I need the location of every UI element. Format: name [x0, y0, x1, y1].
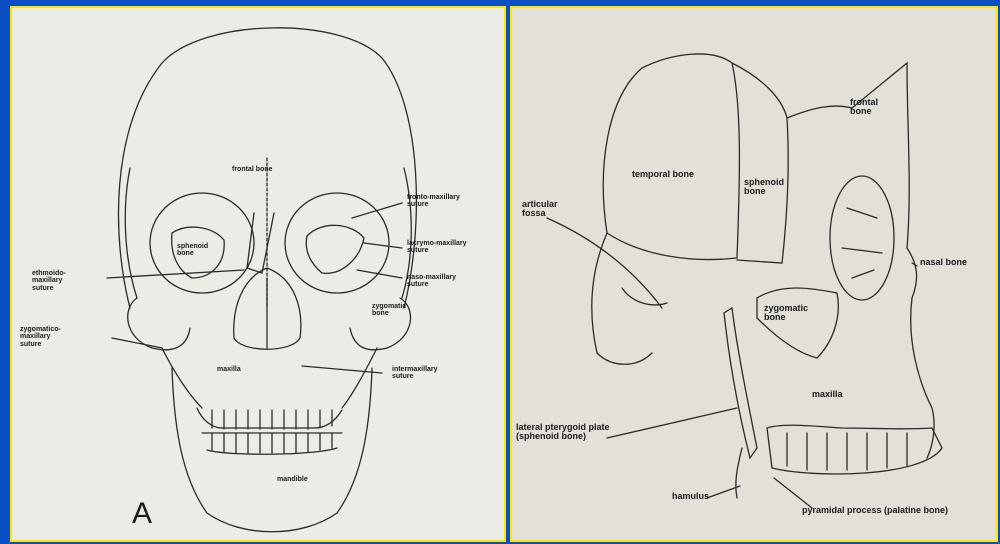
label-maxilla: maxilla	[217, 366, 241, 373]
label-zygomatico-maxillary-suture: zygomatico- maxillary suture	[20, 326, 61, 348]
label-ethmoido-maxillary-suture: ethmoido- maxillary suture	[32, 270, 66, 292]
label-frontal-bone: frontal bone	[232, 166, 272, 173]
lateral-skull-panel: temporal bone sphenoid bone frontal bone…	[510, 6, 998, 542]
label-mandible: mandible	[277, 476, 308, 483]
label-fronto-maxillary-suture: fronto-maxillary suture	[407, 194, 460, 209]
figure-letter: A	[132, 498, 152, 530]
label-naso-maxillary-suture: naso-maxillary suture	[407, 274, 456, 289]
label-zygomatic-bone-lateral: zygomatic bone	[764, 304, 808, 323]
label-sphenoid-bone-lateral: sphenoid bone	[744, 178, 784, 197]
label-hamulus: hamulus	[672, 492, 709, 501]
label-lateral-pterygoid-plate: lateral pterygoid plate (sphenoid bone)	[516, 423, 610, 442]
label-lacrymo-maxillary-suture: lacrymo-maxillary suture	[407, 240, 467, 255]
frontal-skull-panel: frontal bone fronto-maxillary suture sph…	[10, 6, 506, 542]
label-maxilla-lateral: maxilla	[812, 390, 843, 399]
label-temporal-bone: temporal bone	[632, 170, 694, 179]
label-nasal-bone: nasal bone	[920, 258, 967, 267]
label-zygomatic-bone: zygomatic bone	[372, 303, 406, 318]
label-articular-fossa: articular fossa	[522, 200, 558, 219]
label-intermaxillary-suture: intermaxillary suture	[392, 366, 438, 381]
lateral-skull-drawing	[512, 8, 996, 540]
label-pyramidal-process: pyramidal process (palatine bone)	[802, 506, 948, 515]
label-frontal-bone-lateral: frontal bone	[850, 98, 878, 117]
label-sphenoid-bone: sphenoid bone	[177, 243, 208, 258]
